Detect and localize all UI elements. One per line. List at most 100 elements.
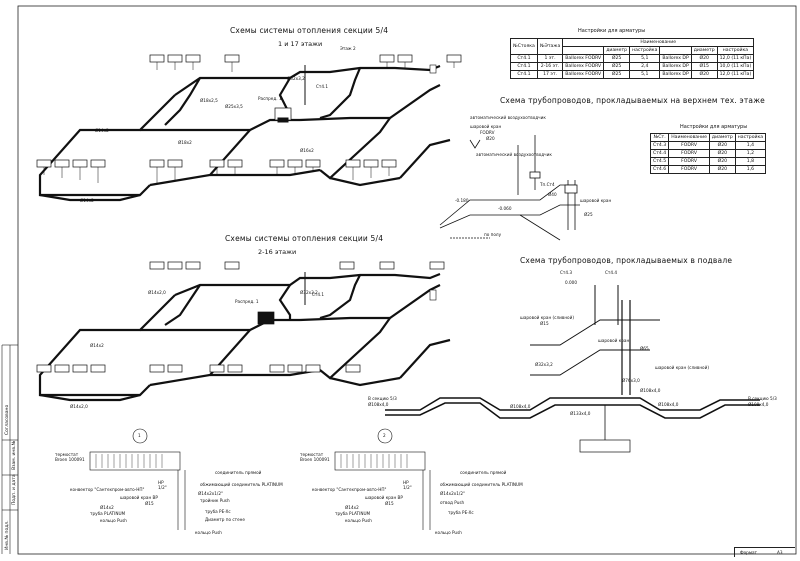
label-d20-upper: Ø20 [486, 136, 495, 141]
cell: Ballorex FODRV [562, 70, 605, 79]
subtitle-floors-1-17: 1 и 17 этажи [278, 40, 323, 48]
detail-1 [89, 428, 186, 530]
label-vozdukh-upper: автоматический воздухоотводчик [470, 115, 546, 120]
cell: Ст4.5 [649, 157, 670, 166]
label-raspred-1-mid: Распред. 1 [235, 299, 259, 304]
cell: Ø25 [603, 54, 631, 63]
cell: Ст4.3 [649, 141, 670, 150]
label-mark-0000: 0.000 [565, 280, 577, 285]
schematic-floors-1-17 [36, 54, 462, 202]
cell: Ø20 [690, 54, 718, 63]
cell: 1,6 [734, 165, 767, 174]
cell: 12,0 (11 кПа) [716, 54, 755, 63]
label-tgs-upper: Тп.Ст4 [540, 182, 555, 187]
cell: FODRV [668, 157, 710, 166]
label-d40-upper: Ø40 [548, 192, 557, 197]
detail-1-soed-sz: Ø14x2x1/2" [198, 491, 223, 496]
label-st42-basement: Ст4.4 [605, 270, 618, 275]
detail-2-truba-platinum: труба PLATINUM [335, 511, 371, 516]
title-upper-tech: Схема трубопроводов, прокладываемых на в… [500, 96, 765, 105]
label-etazh-2: Этаж 2 [340, 46, 356, 51]
label-d18x2-top: Ø18x2 [178, 140, 192, 145]
table1-sub-dia2: диаметр [690, 46, 718, 55]
cell: Ø20 [708, 157, 736, 166]
detail-2-kran-bp: шаровой кран ВР [365, 495, 403, 500]
table1-sub-dia1: диаметр [603, 46, 631, 55]
detail-1-soed-pryam: соединитель прямой [215, 470, 262, 475]
detail-1-half: 1/2" [158, 485, 167, 490]
detail-2-kolco: кольцо Push [345, 518, 372, 523]
detail-2-termostat: термостат [300, 452, 324, 457]
stamp-format-value: А3 [777, 550, 783, 555]
cell: 1,4 [734, 141, 767, 150]
detail-2-soed-sz: Ø14x2x1/2" [440, 491, 465, 496]
detail-1-troinik: тройник Push [200, 498, 230, 503]
cell: Ст4.4 [649, 149, 670, 158]
label-mark-dn: -0.060 [498, 206, 512, 211]
label-d32-basement: Ø32x3,2 [535, 362, 553, 367]
sidebar-vzam: Взам. инв.№ [12, 440, 17, 470]
cell: Ballorex DP [659, 70, 692, 79]
detail-1-truba-platinum: труба PLATINUM [90, 511, 126, 516]
cell: Ст4.6 [649, 165, 670, 174]
cell: Ø20 [690, 70, 718, 79]
label-vozdukh-upper-2: автоматический воздухоотводчик [476, 152, 552, 157]
table2-header-set: настройка [734, 133, 767, 142]
cell: 10,0 (11 кПа) [716, 62, 755, 71]
cell: Ø20 [708, 141, 736, 150]
cell: 2-16 эт. [536, 62, 564, 71]
table2-header-riser: №Ст. [649, 133, 670, 142]
label-kran-upper: шаровой кран [470, 124, 502, 129]
schematic-floors-2-16 [36, 261, 451, 402]
label-d108-c: Ø108x4,0 [510, 404, 531, 409]
title-floors-2-16: Схемы системы отопления секции 5/4 [225, 234, 384, 243]
detail-2-d14: Ø14x2 [345, 505, 359, 510]
label-kran-basement: шаровой кран [598, 338, 630, 343]
detail-2-otvod: отвод Push [440, 500, 465, 505]
label-kran-upper-2: шаровой кран [580, 198, 612, 203]
table1-header-floor: №Этажа [536, 38, 564, 55]
schematic-basement [385, 285, 760, 453]
cell: 1,2 [734, 149, 767, 158]
table1-sub-set2: настройка [716, 46, 755, 55]
table1-title: Настройки для арматуры [578, 28, 646, 34]
label-d16-top: Ø16x2 [300, 148, 314, 153]
label-v-sekciyu-right: В секцию 5/3 [748, 396, 777, 401]
valve-settings-table-2: №Ст. Наименование диаметр настройка Ст4.… [649, 133, 767, 174]
table2-header-name: Наименование [668, 133, 710, 142]
sidebar-podp: Подп. и дата [12, 474, 17, 505]
detail-1-number: 1 [138, 433, 141, 438]
cell: FODRV [668, 165, 710, 174]
label-d18-top: Ø18x2,5 [200, 98, 218, 103]
detail-2-number: 2 [383, 433, 386, 438]
sheet-frame [17, 5, 797, 555]
label-d14-mid-1: Ø14x2 [90, 343, 104, 348]
stamp-format-label: Формат [740, 550, 757, 555]
cell: Ст4.1 [510, 54, 538, 63]
label-d76: Ø76x3,0 [622, 378, 640, 383]
title-floors-1-17: Схемы системы отопления секции 5/4 [230, 26, 389, 35]
label-kran-sliv: шаровой кран (сливной) [520, 315, 574, 320]
cell: 17 эт. [536, 70, 564, 79]
cell: Ø25 [603, 62, 631, 71]
detail-2-convector: конвектор "Сантехпром-авто-НП" [312, 487, 387, 492]
detail-1-d14: Ø14x2 [100, 505, 114, 510]
detail-2-truba-pex: труба PE-Xc [448, 510, 474, 515]
table1-sub-set1: настройка [629, 46, 661, 55]
cell: 5,1 [629, 70, 661, 79]
detail-2-soed-pryam: соединитель прямой [460, 470, 507, 475]
detail-2-soed-platinum: обжимающий соединитель PLATINUM [440, 482, 523, 487]
detail-1-truba-pex: труба PE-Xc [205, 509, 231, 514]
table1-header-riser: №Стояка [510, 38, 538, 55]
cell: FODRV [668, 141, 710, 150]
label-d65-basement: Ø65 [640, 346, 649, 351]
label-d25-upper: Ø25 [584, 212, 593, 217]
label-d108-b: Ø108x4,0 [658, 402, 679, 407]
table2-header-dia: диаметр [708, 133, 736, 142]
label-st43-basement: Ст4.3 [560, 270, 573, 275]
